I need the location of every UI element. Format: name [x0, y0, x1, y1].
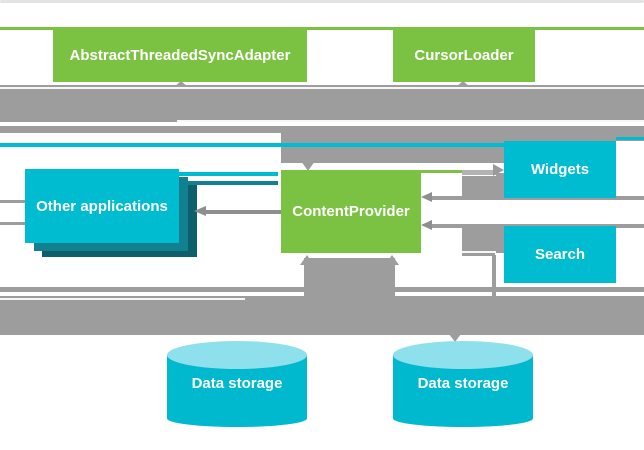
data-storage-left-label: Data storage — [191, 374, 283, 392]
left-edge-stub-lower — [0, 222, 25, 225]
widgets-box: Widgets — [504, 141, 616, 198]
stack-accent-line-teal — [188, 181, 278, 185]
connector-block-widgets — [462, 173, 504, 198]
arrow-down-into-contentprovider — [301, 161, 315, 171]
arrow-up-into-cursorloader — [456, 81, 470, 87]
green-line-to-right-column — [421, 170, 462, 173]
cyan-accent-line — [0, 143, 505, 147]
content-provider-box: ContentProvider — [281, 170, 421, 253]
stack-accent-line-cyan — [179, 172, 278, 176]
sync-adapter-label: AbstractThreadedSyncAdapter — [69, 46, 291, 64]
band-hairline — [0, 297, 245, 300]
arrow-up-into-contentprovider-bottom — [300, 255, 314, 265]
connector-band-top — [0, 85, 644, 122]
band-hairline — [0, 87, 644, 89]
line-to-search — [462, 253, 495, 256]
cyan-accent-line-right — [616, 137, 644, 140]
data-storage-right-label: Data storage — [417, 374, 509, 392]
data-storage-right-top — [393, 341, 533, 369]
arrow-up-into-syncadapter — [174, 81, 188, 87]
data-storage-left-bottom — [167, 410, 307, 427]
contentprovider-storage-connector — [304, 258, 395, 298]
arrow-shaft-to-other-applications — [205, 209, 281, 214]
line-search-to-contentprovider — [430, 223, 644, 228]
arrow-left-into-other-applications — [194, 206, 206, 216]
band-hairline — [177, 119, 644, 122]
top-border-line — [0, 0, 644, 3]
connector-band-bottom — [0, 296, 644, 335]
left-edge-stub-upper — [0, 200, 25, 203]
other-applications-label: Other applications — [36, 197, 168, 215]
connector-block-search — [462, 228, 504, 253]
sync-adapter-box: AbstractThreadedSyncAdapter — [53, 28, 307, 82]
connector-band-second-right — [505, 126, 644, 141]
arrow-up-second — [385, 255, 399, 265]
search-label: Search — [534, 246, 586, 263]
right-vertical-connector — [492, 255, 496, 296]
data-storage-left-label-wrap: Data storage — [167, 374, 307, 392]
widgets-label: Widgets — [530, 161, 590, 178]
search-box: Search — [504, 226, 616, 283]
data-storage-left-top — [167, 341, 307, 369]
data-storage-right-label-wrap: Data storage — [393, 374, 533, 392]
cursor-loader-box: CursorLoader — [393, 28, 535, 82]
arrow-down-into-data-storage — [449, 334, 461, 342]
arrow-left-into-contentprovider-upper — [421, 192, 432, 202]
arrow-right-into-widgets — [493, 164, 504, 176]
content-provider-label: ContentProvider — [292, 203, 410, 220]
other-applications-box: Other applications — [25, 169, 179, 243]
data-storage-right-bottom — [393, 410, 533, 427]
cursor-loader-label: CursorLoader — [414, 46, 514, 64]
green-accent-line — [0, 27, 644, 30]
band-hairline — [462, 251, 496, 253]
arrow-shaft-to-widgets — [462, 169, 496, 176]
connector-band-second-left — [0, 126, 281, 133]
arrow-left-into-contentprovider-lower — [421, 220, 432, 230]
